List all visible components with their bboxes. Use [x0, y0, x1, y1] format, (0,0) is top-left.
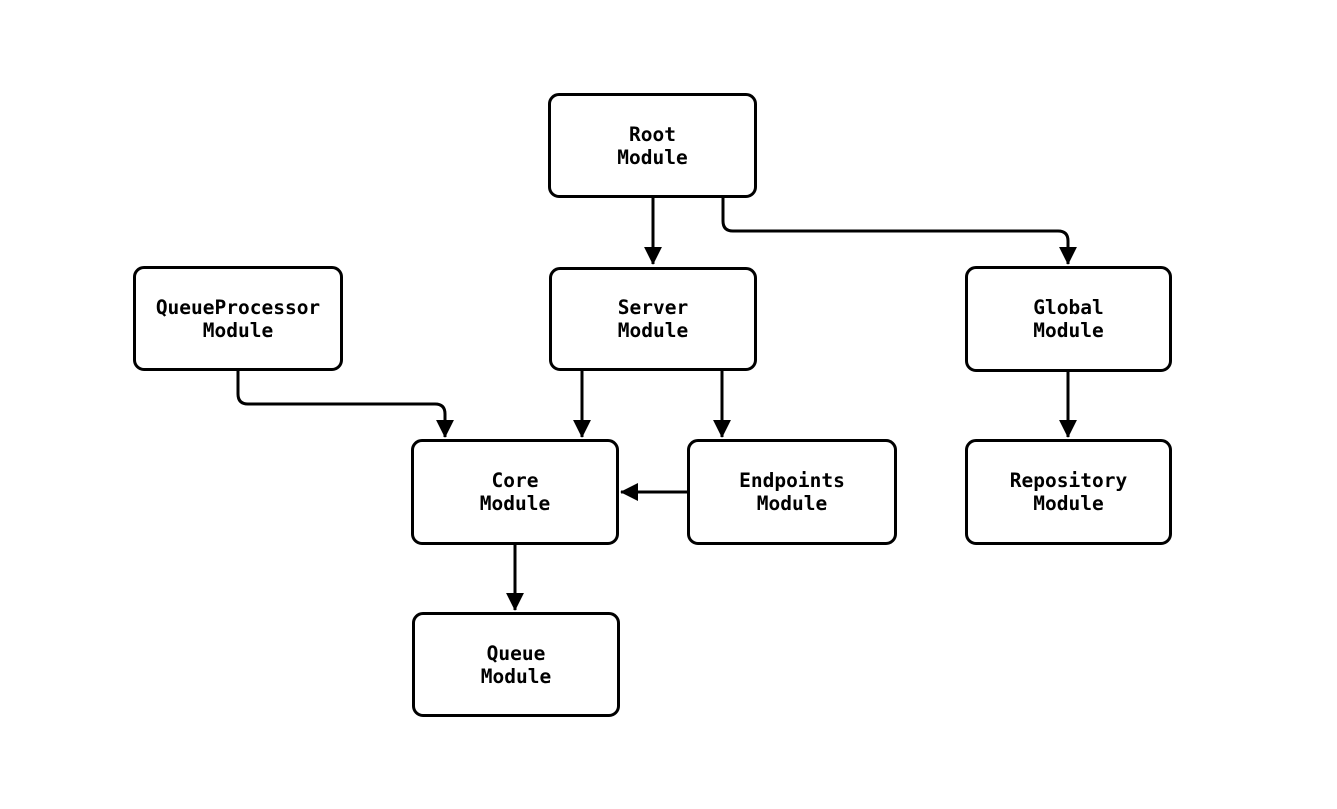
node-server-module: Server Module — [549, 267, 757, 371]
node-label: Queue Module — [480, 641, 552, 688]
node-core-module: Core Module — [411, 439, 619, 545]
edge-queueprocessor-to-core — [236, 371, 454, 438]
node-label: Server Module — [617, 296, 689, 342]
node-root-module: Root Module — [548, 93, 757, 198]
node-queueprocessor-module: QueueProcessor Module — [133, 266, 343, 371]
node-endpoints-module: Endpoints Module — [687, 439, 897, 545]
node-repository-module: Repository Module — [965, 439, 1172, 545]
node-label: Endpoints Module — [739, 469, 845, 515]
edge-root-to-global — [721, 198, 1077, 265]
node-label: Core Module — [479, 469, 551, 515]
node-label: Root Module — [617, 122, 688, 169]
node-queue-module: Queue Module — [412, 612, 620, 717]
node-label: Repository Module — [1009, 469, 1128, 515]
node-global-module: Global Module — [965, 266, 1172, 372]
node-label: QueueProcessor Module — [155, 295, 321, 342]
node-label: Global Module — [1033, 296, 1104, 342]
